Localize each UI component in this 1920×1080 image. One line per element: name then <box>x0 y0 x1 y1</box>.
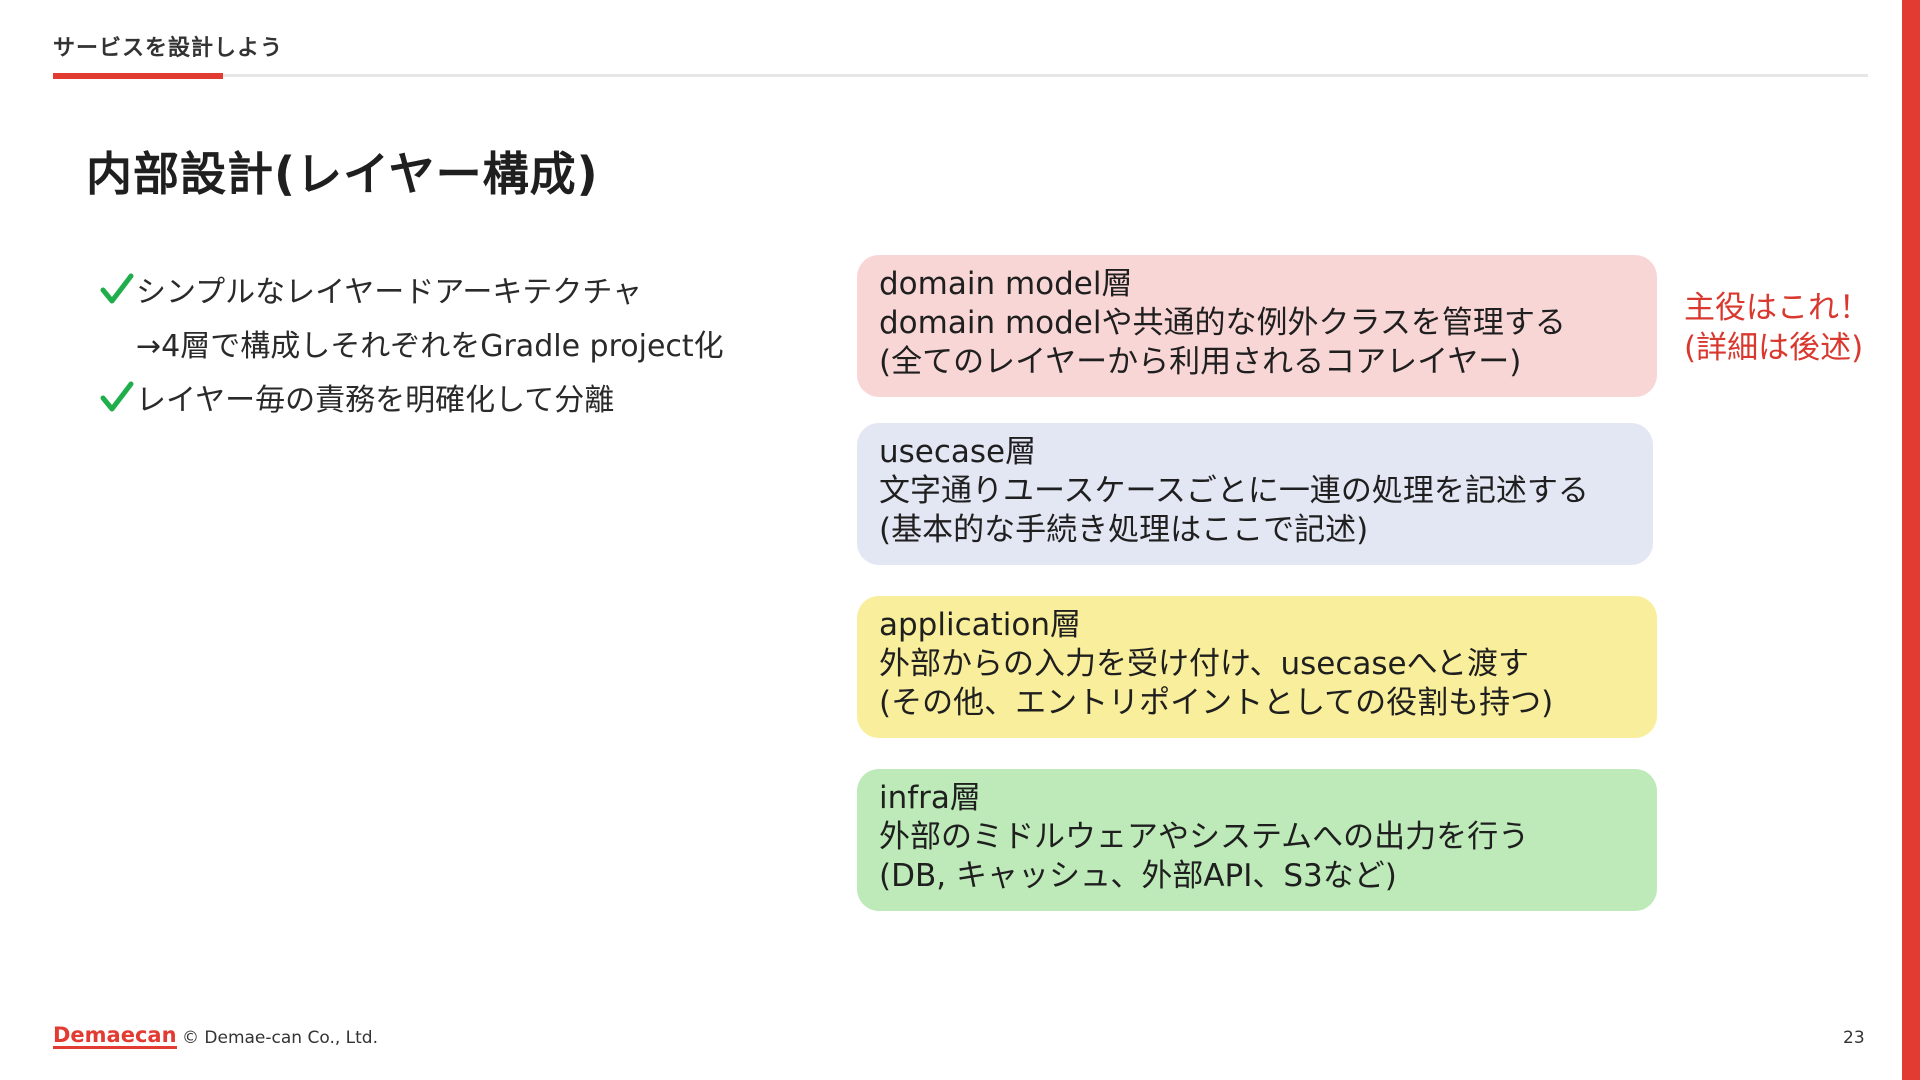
bullet-text: シンプルなレイヤードアーキテクチャ <box>136 275 643 310</box>
layer-title: usecase層 <box>879 434 1037 470</box>
check-icon <box>100 273 134 304</box>
bullet-subitem: →4層で構成しそれぞれをGradle project化 <box>136 329 724 364</box>
layer-note: (その他、エントリポイントとしての役割も持つ) <box>879 685 1554 721</box>
layer-title: domain model層 <box>879 266 1133 302</box>
layer-note: (基本的な手続き処理はここで記述) <box>879 512 1369 548</box>
layer-description: 文字通りユースケースごとに一連の処理を記述する <box>879 473 1589 509</box>
layer-box-infra: infra層 外部のミドルウェアやシステムへの出力を行う (DB, キャッシュ、… <box>857 769 1657 911</box>
header-accent-underline <box>53 73 223 79</box>
layer-note: (全てのレイヤーから利用されるコアレイヤー) <box>879 344 1522 380</box>
page-number: 23 <box>1843 1028 1865 1048</box>
copyright-text: © Demae-can Co., Ltd. <box>182 1028 378 1048</box>
layer-description: 外部のミドルウェアやシステムへの出力を行う <box>879 819 1530 855</box>
bullet-item: シンプルなレイヤードアーキテクチャ <box>100 264 800 314</box>
check-icon <box>100 381 134 412</box>
layer-description: 外部からの入力を受け付け、usecaseへと渡す <box>879 646 1530 682</box>
callout-note: 主役はこれ！ (詳細は後述) <box>1684 288 1870 368</box>
header-divider <box>53 74 1868 77</box>
layer-title: infra層 <box>879 780 981 816</box>
callout-line: 主役はこれ！ <box>1684 290 1870 326</box>
bullet-list: シンプルなレイヤードアーキテクチャ →4層で構成しそれぞれをGradle pro… <box>100 264 800 422</box>
layer-note: (DB, キャッシュ、外部API、S3など) <box>879 858 1397 894</box>
layer-box-domain-model: domain model層 domain modelや共通的な例外クラスを管理す… <box>857 255 1657 397</box>
bullet-item: レイヤー毎の責務を明確化して分離 <box>100 372 800 422</box>
page-title: 内部設計(レイヤー構成) <box>86 147 599 201</box>
layer-title: application層 <box>879 607 1081 643</box>
bullet-text: レイヤー毎の責務を明確化して分離 <box>136 383 615 418</box>
layer-box-application: application層 外部からの入力を受け付け、usecaseへと渡す (そ… <box>857 596 1657 738</box>
callout-line: (詳細は後述) <box>1684 330 1864 366</box>
section-label: サービスを設計しよう <box>53 36 284 61</box>
right-accent-bar <box>1902 0 1920 1080</box>
layer-box-usecase: usecase層 文字通りユースケースごとに一連の処理を記述する (基本的な手続… <box>857 423 1653 565</box>
layer-description: domain modelや共通的な例外クラスを管理する <box>879 305 1566 341</box>
company-logo: Demaecan <box>53 1023 177 1049</box>
